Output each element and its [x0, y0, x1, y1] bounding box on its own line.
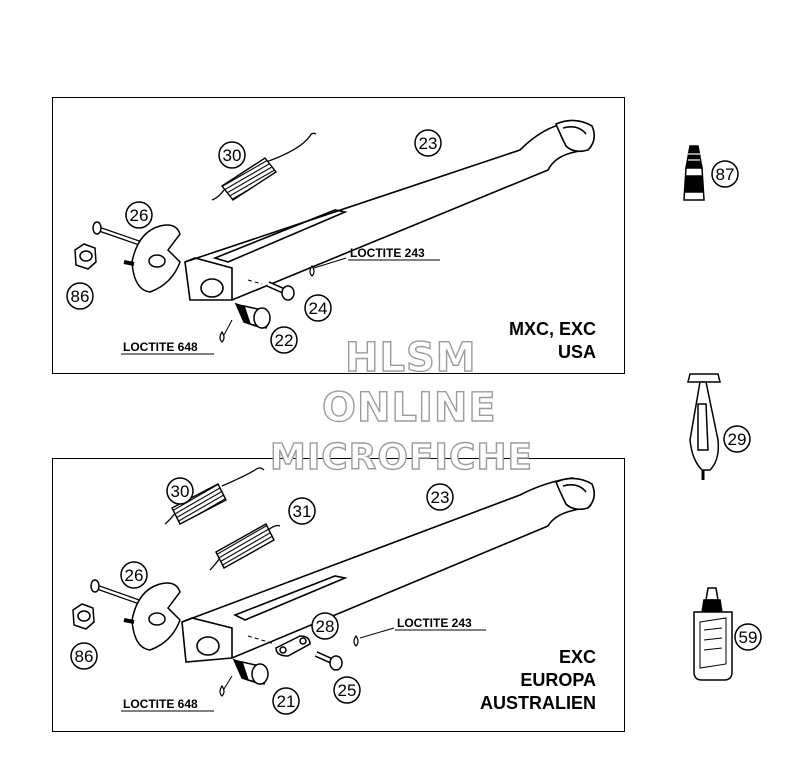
- bottom-loctite-243-label: LOCTITE 243: [395, 616, 486, 631]
- bottom-spring-31: [209, 523, 281, 571]
- watermark-line-2: ONLINE: [321, 385, 497, 431]
- top-pivot-bracket-26: [92, 221, 181, 293]
- callout-30-top: 30: [218, 141, 246, 169]
- callout-24-top: 24: [304, 294, 332, 322]
- svg-text:29: 29: [728, 430, 747, 449]
- bottom-loctite-648-label: LOCTITE 648: [121, 697, 214, 712]
- bottom-region-label: EXC EUROPA AUSTRALIEN: [480, 646, 596, 715]
- callout-86-top: 86: [66, 282, 94, 310]
- svg-text:30: 30: [171, 482, 190, 501]
- bottom-bolt-25: [314, 651, 343, 671]
- top-loctite-243-label: LOCTITE 243: [348, 246, 440, 261]
- bottom-loctite-drops: [219, 627, 395, 697]
- top-spring-30: [211, 132, 317, 201]
- callout-23-top: 23: [414, 129, 442, 157]
- top-bolt-24: [247, 279, 295, 301]
- watermark-line-1: HLSM: [344, 335, 477, 381]
- special-tool-29: [687, 373, 721, 480]
- bottom-plate-28: [247, 635, 311, 657]
- svg-text:LOCTITE 648: LOCTITE 648: [123, 697, 198, 711]
- callout-25-bottom: 25: [333, 676, 361, 704]
- callout-21-bottom: 21: [272, 687, 300, 715]
- svg-text:LOCTITE 648: LOCTITE 648: [123, 340, 198, 354]
- top-region-line-2: USA: [557, 342, 596, 362]
- svg-text:87: 87: [716, 165, 735, 184]
- callout-23-bottom: 23: [426, 483, 454, 511]
- callout-87: 87: [711, 160, 739, 188]
- loctite-tube-87: [683, 145, 705, 201]
- callout-30-bottom: 30: [166, 477, 194, 505]
- bottom-pivot-bracket-26: [90, 579, 181, 651]
- svg-text:LOCTITE 243: LOCTITE 243: [350, 246, 425, 260]
- bottom-spring-30: [164, 467, 265, 525]
- bottom-nut-86: [72, 603, 95, 630]
- svg-text:86: 86: [75, 647, 94, 666]
- top-region-label: MXC, EXC USA: [509, 318, 596, 364]
- callout-31-bottom: 31: [288, 497, 316, 525]
- svg-text:59: 59: [739, 628, 758, 647]
- callout-26-top: 26: [125, 201, 153, 229]
- top-bushing-22: [234, 302, 271, 330]
- bottom-region-line-3: AUSTRALIEN: [480, 693, 596, 713]
- svg-text:23: 23: [431, 488, 450, 507]
- svg-text:21: 21: [277, 692, 296, 711]
- svg-text:24: 24: [309, 299, 328, 318]
- svg-text:25: 25: [338, 681, 357, 700]
- svg-text:22: 22: [275, 331, 294, 350]
- svg-text:LOCTITE 243: LOCTITE 243: [397, 616, 472, 630]
- top-loctite-648-label: LOCTITE 648: [121, 340, 214, 355]
- callout-59: 59: [734, 623, 762, 651]
- top-region-line-1: MXC, EXC: [508, 319, 596, 339]
- svg-text:26: 26: [130, 206, 149, 225]
- callout-22-top: 22: [270, 326, 298, 354]
- top-sidestand-arm: [184, 119, 596, 301]
- callout-86-bottom: 86: [70, 642, 98, 670]
- bottom-bushing-21: [232, 658, 269, 686]
- watermark-line-3: MICROFICHE: [269, 437, 534, 478]
- top-loctite-drops: [219, 257, 347, 343]
- bottom-region-line-1: EXC: [558, 647, 596, 667]
- svg-text:31: 31: [293, 502, 312, 521]
- callout-26-bottom: 26: [120, 561, 148, 589]
- svg-text:30: 30: [223, 146, 242, 165]
- top-nut-86: [74, 243, 97, 270]
- callout-29: 29: [723, 425, 751, 453]
- svg-text:26: 26: [125, 566, 144, 585]
- bottom-sidestand-arm: [181, 477, 596, 663]
- svg-text:86: 86: [71, 287, 90, 306]
- bottom-region-line-2: EUROPA: [520, 670, 596, 690]
- svg-text:28: 28: [316, 617, 335, 636]
- loctite-bottle-59: [693, 587, 733, 681]
- svg-text:23: 23: [419, 134, 438, 153]
- callout-28-bottom: 28: [311, 612, 339, 640]
